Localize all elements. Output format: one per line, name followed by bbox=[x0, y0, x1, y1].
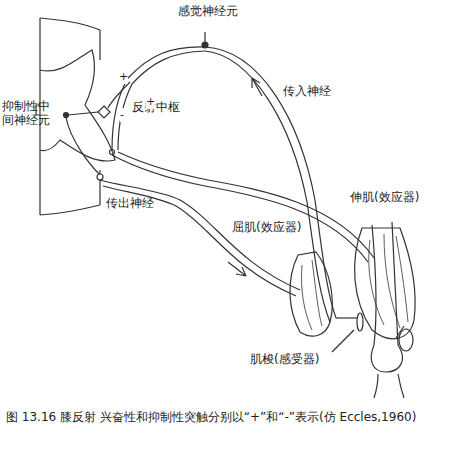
synapse-sign: - bbox=[120, 108, 124, 122]
part-label: 屈肌(效应器) bbox=[232, 220, 301, 234]
part-label: 感觉神经元 bbox=[178, 4, 238, 18]
part-label: 传入神经 bbox=[283, 84, 331, 98]
part-label: 传出神经 bbox=[106, 196, 154, 210]
part-label: 反射中枢 bbox=[132, 100, 180, 114]
caption: 图 13.16 膝反射 兴奋性和抑制性突触分别以“+”和“-”表示(仿 Eccl… bbox=[6, 408, 454, 427]
part-label: 肌梭(感受器) bbox=[250, 352, 319, 366]
part-label: 抑制性中间神经元 bbox=[2, 99, 52, 127]
synapse-sign: + bbox=[146, 95, 155, 109]
synapse-sign: + bbox=[119, 70, 128, 84]
part-label: 伸肌(效应器) bbox=[350, 190, 419, 204]
